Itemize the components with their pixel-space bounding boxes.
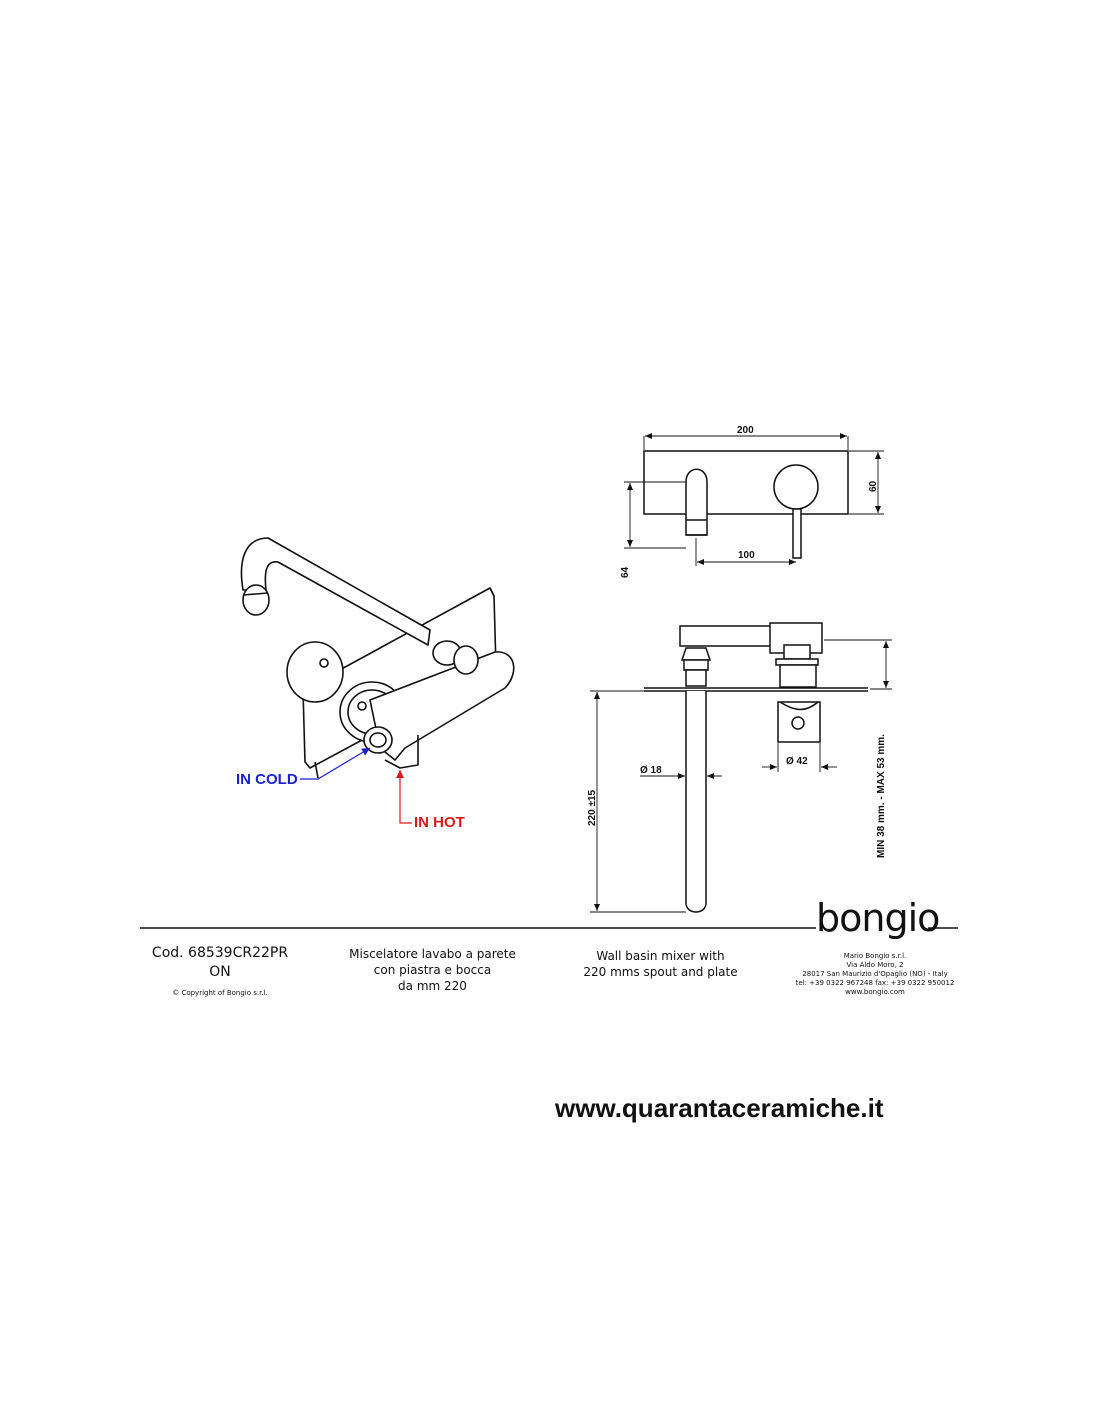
front-view — [643, 450, 849, 559]
desc-it-line-2: con piastra e bocca — [373, 963, 492, 977]
desc-it-line-1: Miscelatore lavabo a parete — [349, 947, 516, 961]
product-code: Cod. 68539CR22PR ON — [150, 944, 290, 982]
code-line-1: Cod. 68539CR22PR — [151, 945, 289, 961]
spout-tip — [242, 584, 270, 616]
company-web: www.bongio.com — [845, 988, 905, 996]
footer-website[interactable]: www.quarantaceramiche.it — [555, 1093, 884, 1123]
in-hot-label: IN HOT — [414, 814, 465, 831]
dim-d18: Ø 18 — [640, 765, 662, 776]
cartridge-body — [286, 641, 344, 703]
lever-body — [369, 651, 515, 761]
bongio-logo: bongio — [816, 896, 940, 940]
front-lever — [792, 508, 802, 559]
dim-64: 64 — [620, 566, 631, 578]
company-name: Mario Bongio s.r.l. — [843, 952, 907, 960]
description-italian: Miscelatore lavabo a parete con piastra … — [340, 946, 525, 994]
dim-60: 60 — [868, 480, 879, 492]
company-phone: tel: +39 0322 967248 fax: +39 0322 95001… — [795, 979, 955, 987]
side-dimensions — [590, 639, 892, 913]
dim-wall-depth: MIN 38 mm. - MAX 53 mm. — [876, 734, 887, 858]
description-english: Wall basin mixer with 220 mms spout and … — [568, 948, 753, 980]
desc-en-line-1: Wall basin mixer with — [596, 949, 725, 963]
side-spout-pipe — [685, 691, 707, 913]
company-address-2: 28017 San Maurizio d'Opaglio (NO) - Ital… — [802, 970, 948, 978]
isometric-view — [240, 537, 515, 779]
in-cold-label: IN COLD — [236, 771, 298, 788]
company-address-1: Via Aldo Moro, 2 — [846, 961, 904, 969]
front-handle — [773, 464, 819, 510]
copyright: © Copyright of Bongio s.r.l. — [172, 989, 268, 997]
side-spout-arm — [679, 625, 775, 647]
dim-200: 200 — [737, 425, 754, 436]
dim-100: 100 — [738, 550, 755, 561]
code-line-2: ON — [209, 964, 231, 980]
hot-leader — [396, 770, 412, 824]
in-hot-callout: IN HOT — [396, 770, 465, 831]
cold-leader — [300, 747, 371, 780]
dim-220: 220 ±15 — [587, 789, 598, 826]
side-view — [644, 622, 868, 913]
in-cold-callout: IN COLD — [236, 747, 371, 788]
company-info: Mario Bongio s.r.l. Via Aldo Moro, 2 280… — [770, 952, 980, 997]
desc-it-line-3: da mm 220 — [398, 979, 467, 993]
desc-en-line-2: 220 mms spout and plate — [583, 965, 738, 979]
front-dimensions — [624, 433, 884, 566]
spout-arm — [240, 537, 431, 646]
front-spout — [685, 468, 708, 536]
dim-d42: Ø 42 — [786, 756, 808, 767]
